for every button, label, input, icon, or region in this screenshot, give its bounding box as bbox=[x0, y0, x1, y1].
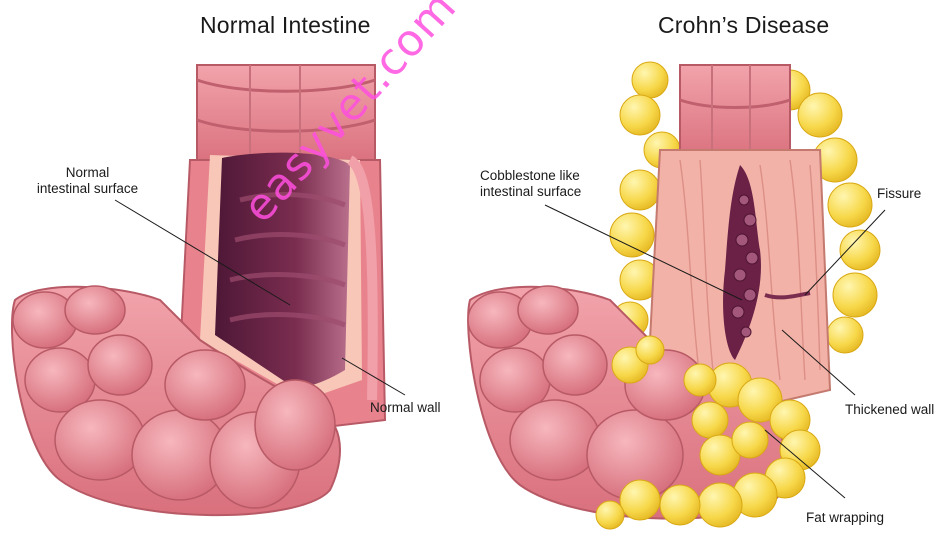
fat-wrapping-label: Fat wrapping bbox=[806, 510, 884, 526]
crohns-disease-title: Crohn’s Disease bbox=[658, 12, 829, 39]
thickened-wall-label: Thickened wall bbox=[845, 402, 934, 418]
normal-intestine-title: Normal Intestine bbox=[200, 12, 371, 39]
normal-wall-label: Normal wall bbox=[370, 400, 441, 416]
fissure-label: Fissure bbox=[877, 186, 921, 202]
normal-surface-label: Normal intestinal surface bbox=[25, 165, 150, 197]
cobblestone-surface-label: Cobblestone like intestinal surface bbox=[480, 168, 581, 200]
